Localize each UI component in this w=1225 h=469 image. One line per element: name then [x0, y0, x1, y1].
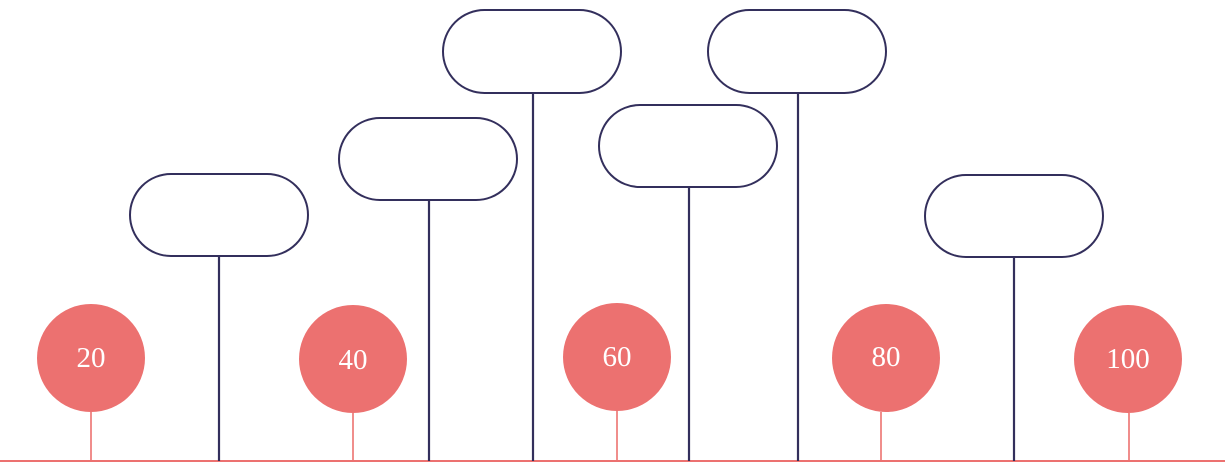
callout-box: [598, 104, 778, 188]
marker-circle: [1074, 305, 1182, 413]
callout-3: [442, 9, 622, 94]
marker-label: 40: [339, 344, 368, 376]
marker-20: 20: [37, 304, 145, 412]
marker-label: 60: [603, 341, 632, 373]
marker-circle: [563, 303, 671, 411]
marker-label: 100: [1106, 343, 1150, 375]
marker-circle: [299, 305, 407, 413]
callout-5: [707, 9, 887, 94]
callout-1: [129, 173, 309, 257]
marker-stems: [90, 411, 1130, 461]
marker-80: 80: [832, 304, 940, 412]
callout-boxes: [129, 9, 1104, 258]
callout-box: [707, 9, 887, 94]
marker-circle: [832, 304, 940, 412]
markers: 20 40 60 80 100: [37, 303, 1182, 413]
marker-100: 100: [1074, 305, 1182, 413]
callout-box: [338, 117, 518, 201]
callout-box: [924, 174, 1104, 258]
marker-circle: [37, 304, 145, 412]
marker-40: 40: [299, 305, 407, 413]
callout-stems: [217, 93, 1016, 461]
callout-box: [129, 173, 309, 257]
callout-4: [598, 104, 778, 188]
marker-label: 80: [872, 341, 901, 373]
marker-label: 20: [77, 342, 106, 374]
callout-2: [338, 117, 518, 201]
callout-6: [924, 174, 1104, 258]
marker-60: 60: [563, 303, 671, 411]
callout-box: [442, 9, 622, 94]
